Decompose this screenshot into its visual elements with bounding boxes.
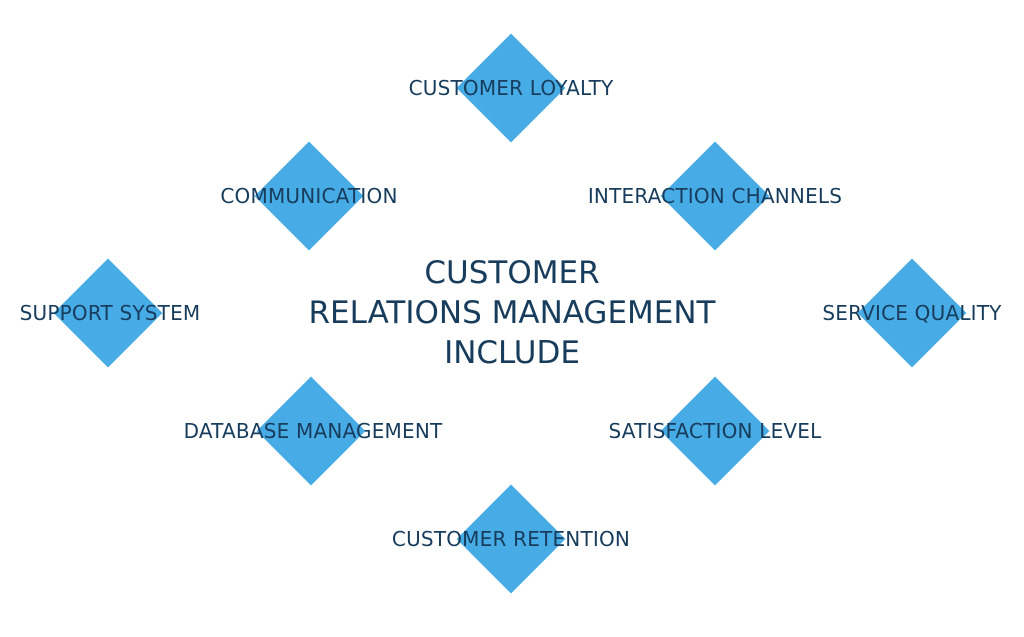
service-quality-label: SERVICE QUALITY	[822, 301, 1002, 325]
interaction-channels-label: INTERACTION CHANNELS	[587, 184, 843, 208]
communication-label: COMMUNICATION	[220, 184, 398, 208]
title-line-1: CUSTOMER	[424, 255, 600, 291]
database-management-label: DATABASE MANAGEMENT	[183, 419, 443, 443]
title-line-3: INCLUDE	[444, 335, 580, 371]
support-system-label: SUPPORT SYSTEM	[19, 301, 201, 325]
satisfaction-level-label: SATISFACTION LEVEL	[608, 419, 822, 443]
customer-loyalty-label: CUSTOMER LOYALTY	[408, 76, 614, 100]
title-line-2: RELATIONS MANAGEMENT	[308, 295, 716, 331]
customer-retention-label: CUSTOMER RETENTION	[391, 527, 631, 551]
diagram-title: CUSTOMER RELATIONS MANAGEMENT INCLUDE	[309, 253, 716, 373]
